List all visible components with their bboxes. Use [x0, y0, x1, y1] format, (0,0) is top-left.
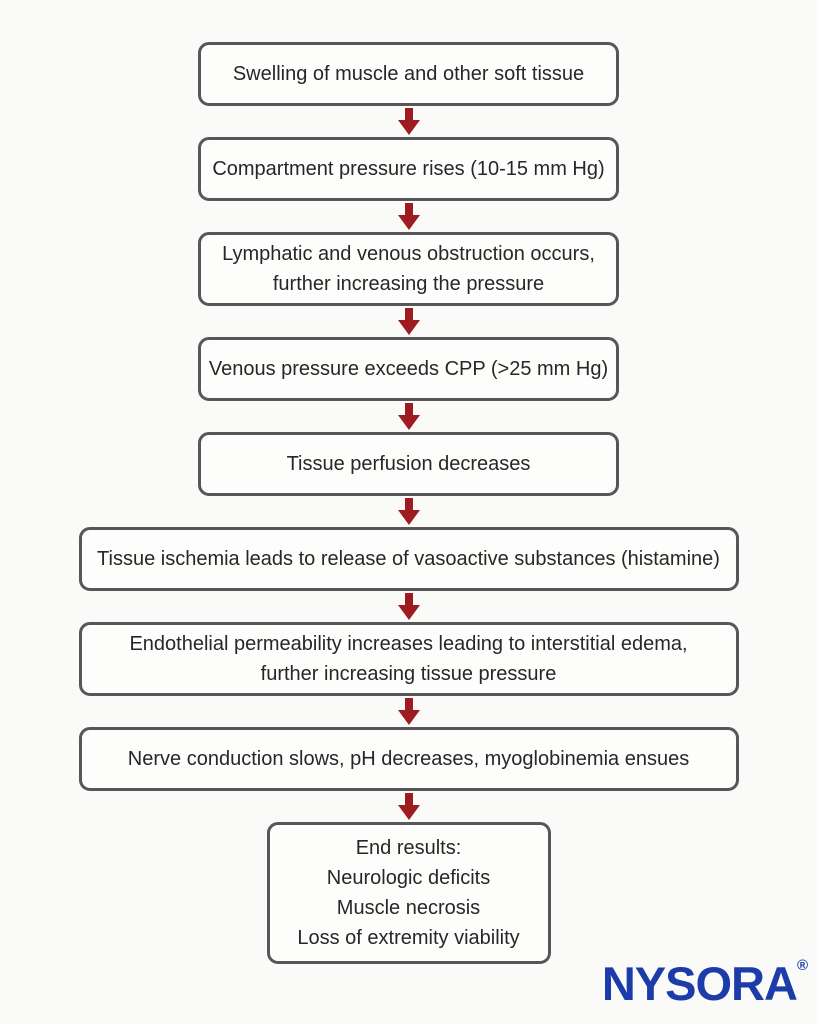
nysora-logo-text: NYSORA	[601, 957, 798, 1010]
down-arrow-icon	[397, 403, 420, 430]
registered-trademark-icon: ®	[796, 957, 808, 974]
flow-box-text: Endothelial permeability increases leadi…	[129, 633, 688, 655]
flow-box-text: Loss of extremity viability	[297, 927, 520, 949]
flow-box-lymphatic-venous-obstruction: Lymphatic and venous obstruction occurs,…	[198, 232, 619, 306]
flow-box-tissue-ischemia: Tissue ischemia leads to release of vaso…	[78, 527, 739, 591]
flow-box-text: End results:	[355, 837, 462, 859]
flow-box-text: Muscle necrosis	[336, 897, 481, 919]
flow-box-nerve-conduction-slows: Nerve conduction slows, pH decreases, my…	[78, 727, 739, 791]
flow-box-text: Lymphatic and venous obstruction occurs,	[222, 243, 595, 265]
down-arrow-icon	[397, 793, 420, 820]
down-arrow-icon	[397, 698, 420, 725]
flow-box-text: Swelling of muscle and other soft tissue	[232, 63, 585, 85]
flow-box-text: Tissue ischemia leads to release of vaso…	[97, 548, 720, 570]
flow-box-end-results: End results: Neurologic deficits Muscle …	[266, 822, 551, 964]
flow-box-text: further increasing the pressure	[272, 273, 545, 295]
flow-box-text: Nerve conduction slows, pH decreases, my…	[127, 748, 690, 770]
down-arrow-icon	[397, 203, 420, 230]
flow-box-swelling: Swelling of muscle and other soft tissue	[198, 42, 619, 106]
flow-box-tissue-perfusion-decreases: Tissue perfusion decreases	[198, 432, 619, 496]
flow-box-text: Neurologic deficits	[326, 867, 491, 889]
flow-box-text: Venous pressure exceeds CPP (>25 mm Hg)	[208, 358, 609, 380]
down-arrow-icon	[397, 308, 420, 335]
down-arrow-icon	[397, 593, 420, 620]
flow-box-venous-pressure-exceeds-cpp: Venous pressure exceeds CPP (>25 mm Hg)	[198, 337, 619, 401]
flow-box-compartment-pressure-rises: Compartment pressure rises (10-15 mm Hg)	[198, 137, 619, 201]
flow-box-text: Compartment pressure rises (10-15 mm Hg)	[212, 158, 605, 180]
nysora-logo: NYSORA®	[601, 957, 808, 1010]
down-arrow-icon	[397, 108, 420, 135]
flowchart: Swelling of muscle and other soft tissue…	[78, 42, 739, 964]
flow-box-text: Tissue perfusion decreases	[286, 453, 531, 475]
down-arrow-icon	[397, 498, 420, 525]
flow-box-text: further increasing tissue pressure	[260, 663, 557, 685]
flow-box-endothelial-permeability: Endothelial permeability increases leadi…	[78, 622, 739, 696]
